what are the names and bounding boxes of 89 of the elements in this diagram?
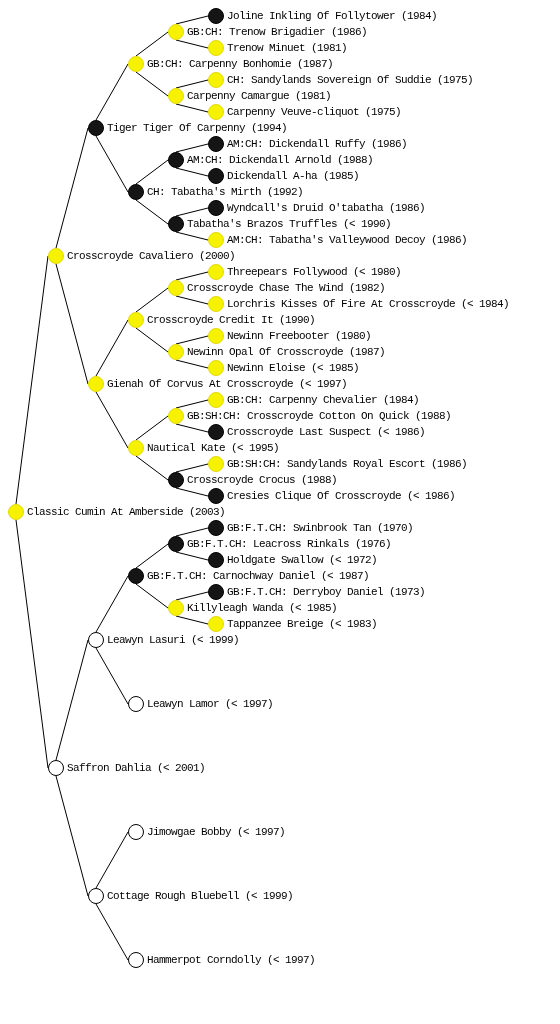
connector-line — [95, 903, 129, 961]
node-label: Joline Inkling Of Follytower (1984) — [227, 10, 438, 22]
node-label: Cottage Rough Bluebell (< 1999) — [107, 890, 294, 902]
node-label: Tiger Tiger Of Carpenny (1994) — [107, 122, 288, 134]
node-label: Crosscroyde Cavaliero (2000) — [67, 250, 236, 262]
connector-line — [15, 519, 49, 769]
node-label: Classic Cumin At Amberside (2003) — [27, 506, 226, 518]
connector-line — [135, 583, 169, 609]
node-label: CH: Sandylands Sovereign Of Suddie (1975) — [227, 74, 474, 86]
connector-line — [135, 327, 169, 353]
node-label: GB:CH: Carpenny Chevalier (1984) — [227, 394, 420, 406]
connector-line — [135, 415, 169, 441]
node-label: GB:CH: Trenow Brigadier (1986) — [187, 26, 368, 38]
connector-line — [175, 463, 209, 473]
node-label: GB:F.T.CH: Swinbrook Tan (1970) — [227, 522, 414, 534]
node-label: Nautical Kate (< 1995) — [147, 442, 280, 454]
node-label: Wyndcall's Druid O'tabatha (1986) — [227, 202, 426, 214]
node-label: GB:F.T.CH: Derryboy Daniel (1973) — [227, 586, 426, 598]
node-label: AM:CH: Dickendall Arnold (1988) — [187, 154, 374, 166]
connector-line — [55, 639, 89, 761]
node-label: AM:CH: Tabatha's Valleywood Decoy (1986) — [227, 234, 468, 246]
node-label: Cresies Clique Of Crosscroyde (< 1986) — [227, 490, 456, 502]
connector-line — [175, 143, 209, 153]
connector-line — [175, 271, 209, 281]
node-label: Saffron Dahlia (< 2001) — [67, 762, 206, 774]
node-label: GB:F.T.CH: Leacross Rinkals (1976) — [187, 538, 392, 550]
node-label: Newinn Eloise (< 1985) — [227, 362, 360, 374]
node-label: Carpenny Veuve-cliquot (1975) — [227, 106, 402, 118]
connector-line — [175, 231, 209, 241]
node-label: Leawyn Lamor (< 1997) — [147, 698, 274, 710]
node-label: Gienah Of Corvus At Crosscroyde (< 1997) — [107, 378, 348, 390]
connector-line — [95, 391, 129, 449]
connector-line — [175, 167, 209, 177]
node-label: Newinn Freebooter (1980) — [227, 330, 372, 342]
connector-line — [175, 399, 209, 409]
connector-line — [175, 591, 209, 601]
node-label: GB:SH:CH: Crosscroyde Cotton On Quick (1988) — [187, 410, 452, 422]
node-label: CH: Tabatha's Mirth (1992) — [147, 186, 304, 198]
connector-line — [175, 615, 209, 625]
node-label: GB:SH:CH: Sandylands Royal Escort (1986) — [227, 458, 468, 470]
node-label: Crosscroyde Chase The Wind (1982) — [187, 282, 386, 294]
node-label: Threepears Follywood (< 1980) — [227, 266, 402, 278]
node-label: Killyleagh Wanda (< 1985) — [187, 602, 338, 614]
node-label: Tabatha's Brazos Truffles (< 1990) — [187, 218, 392, 230]
connector-line — [175, 551, 209, 561]
connector-line — [175, 207, 209, 217]
connector-line — [175, 487, 209, 497]
connector-line — [55, 127, 89, 249]
node-label: Dickendall A-ha (1985) — [227, 170, 360, 182]
node-label: Jimowgae Bobby (< 1997) — [147, 826, 286, 838]
node-label: Crosscroyde Last Suspect (< 1986) — [227, 426, 426, 438]
connector-line — [175, 335, 209, 345]
connector-line — [95, 135, 129, 193]
connector-line — [135, 31, 169, 57]
connector-line — [175, 423, 209, 433]
node-label: Holdgate Swallow (< 1972) — [227, 554, 378, 566]
connector-line — [95, 63, 129, 121]
connector-line — [55, 775, 89, 897]
node-label: AM:CH: Dickendall Ruffy (1986) — [227, 138, 408, 150]
connector-line — [95, 831, 129, 889]
node-label: GB:CH: Carpenny Bonhomie (1987) — [147, 58, 334, 70]
connector-line — [175, 15, 209, 25]
connector-line — [95, 575, 129, 633]
node-label: Carpenny Camargue (1981) — [187, 90, 332, 102]
node-label: Leawyn Lasuri (< 1999) — [107, 634, 240, 646]
connector-line — [175, 103, 209, 113]
connector-line — [135, 199, 169, 225]
connector-line — [95, 319, 129, 377]
connector-line — [95, 647, 129, 705]
node-label: Newinn Opal Of Crosscroyde (1987) — [187, 346, 386, 358]
connector-line — [175, 359, 209, 369]
connector-line — [175, 39, 209, 49]
node-label: Lorchris Kisses Of Fire At Crosscroyde (< 1984) — [227, 298, 510, 310]
connector-line — [135, 159, 169, 185]
connector-line — [175, 79, 209, 89]
connector-line — [135, 455, 169, 481]
connector-line — [55, 263, 89, 385]
node-label: Crosscroyde Crocus (1988) — [187, 474, 338, 486]
node-label: Hammerpot Corndolly (< 1997) — [147, 954, 316, 966]
connector-line — [135, 543, 169, 569]
node-label: Tappanzee Breige (< 1983) — [227, 618, 378, 630]
connector-line — [175, 295, 209, 305]
node-label: Crosscroyde Credit It (1990) — [147, 314, 316, 326]
connector-line — [135, 71, 169, 97]
node-label: GB:F.T.CH: Carnochway Daniel (< 1987) — [147, 570, 370, 582]
connector-line — [135, 287, 169, 313]
connector-line — [175, 527, 209, 537]
connector-line — [15, 255, 49, 505]
node-label: Trenow Minuet (1981) — [227, 42, 348, 54]
